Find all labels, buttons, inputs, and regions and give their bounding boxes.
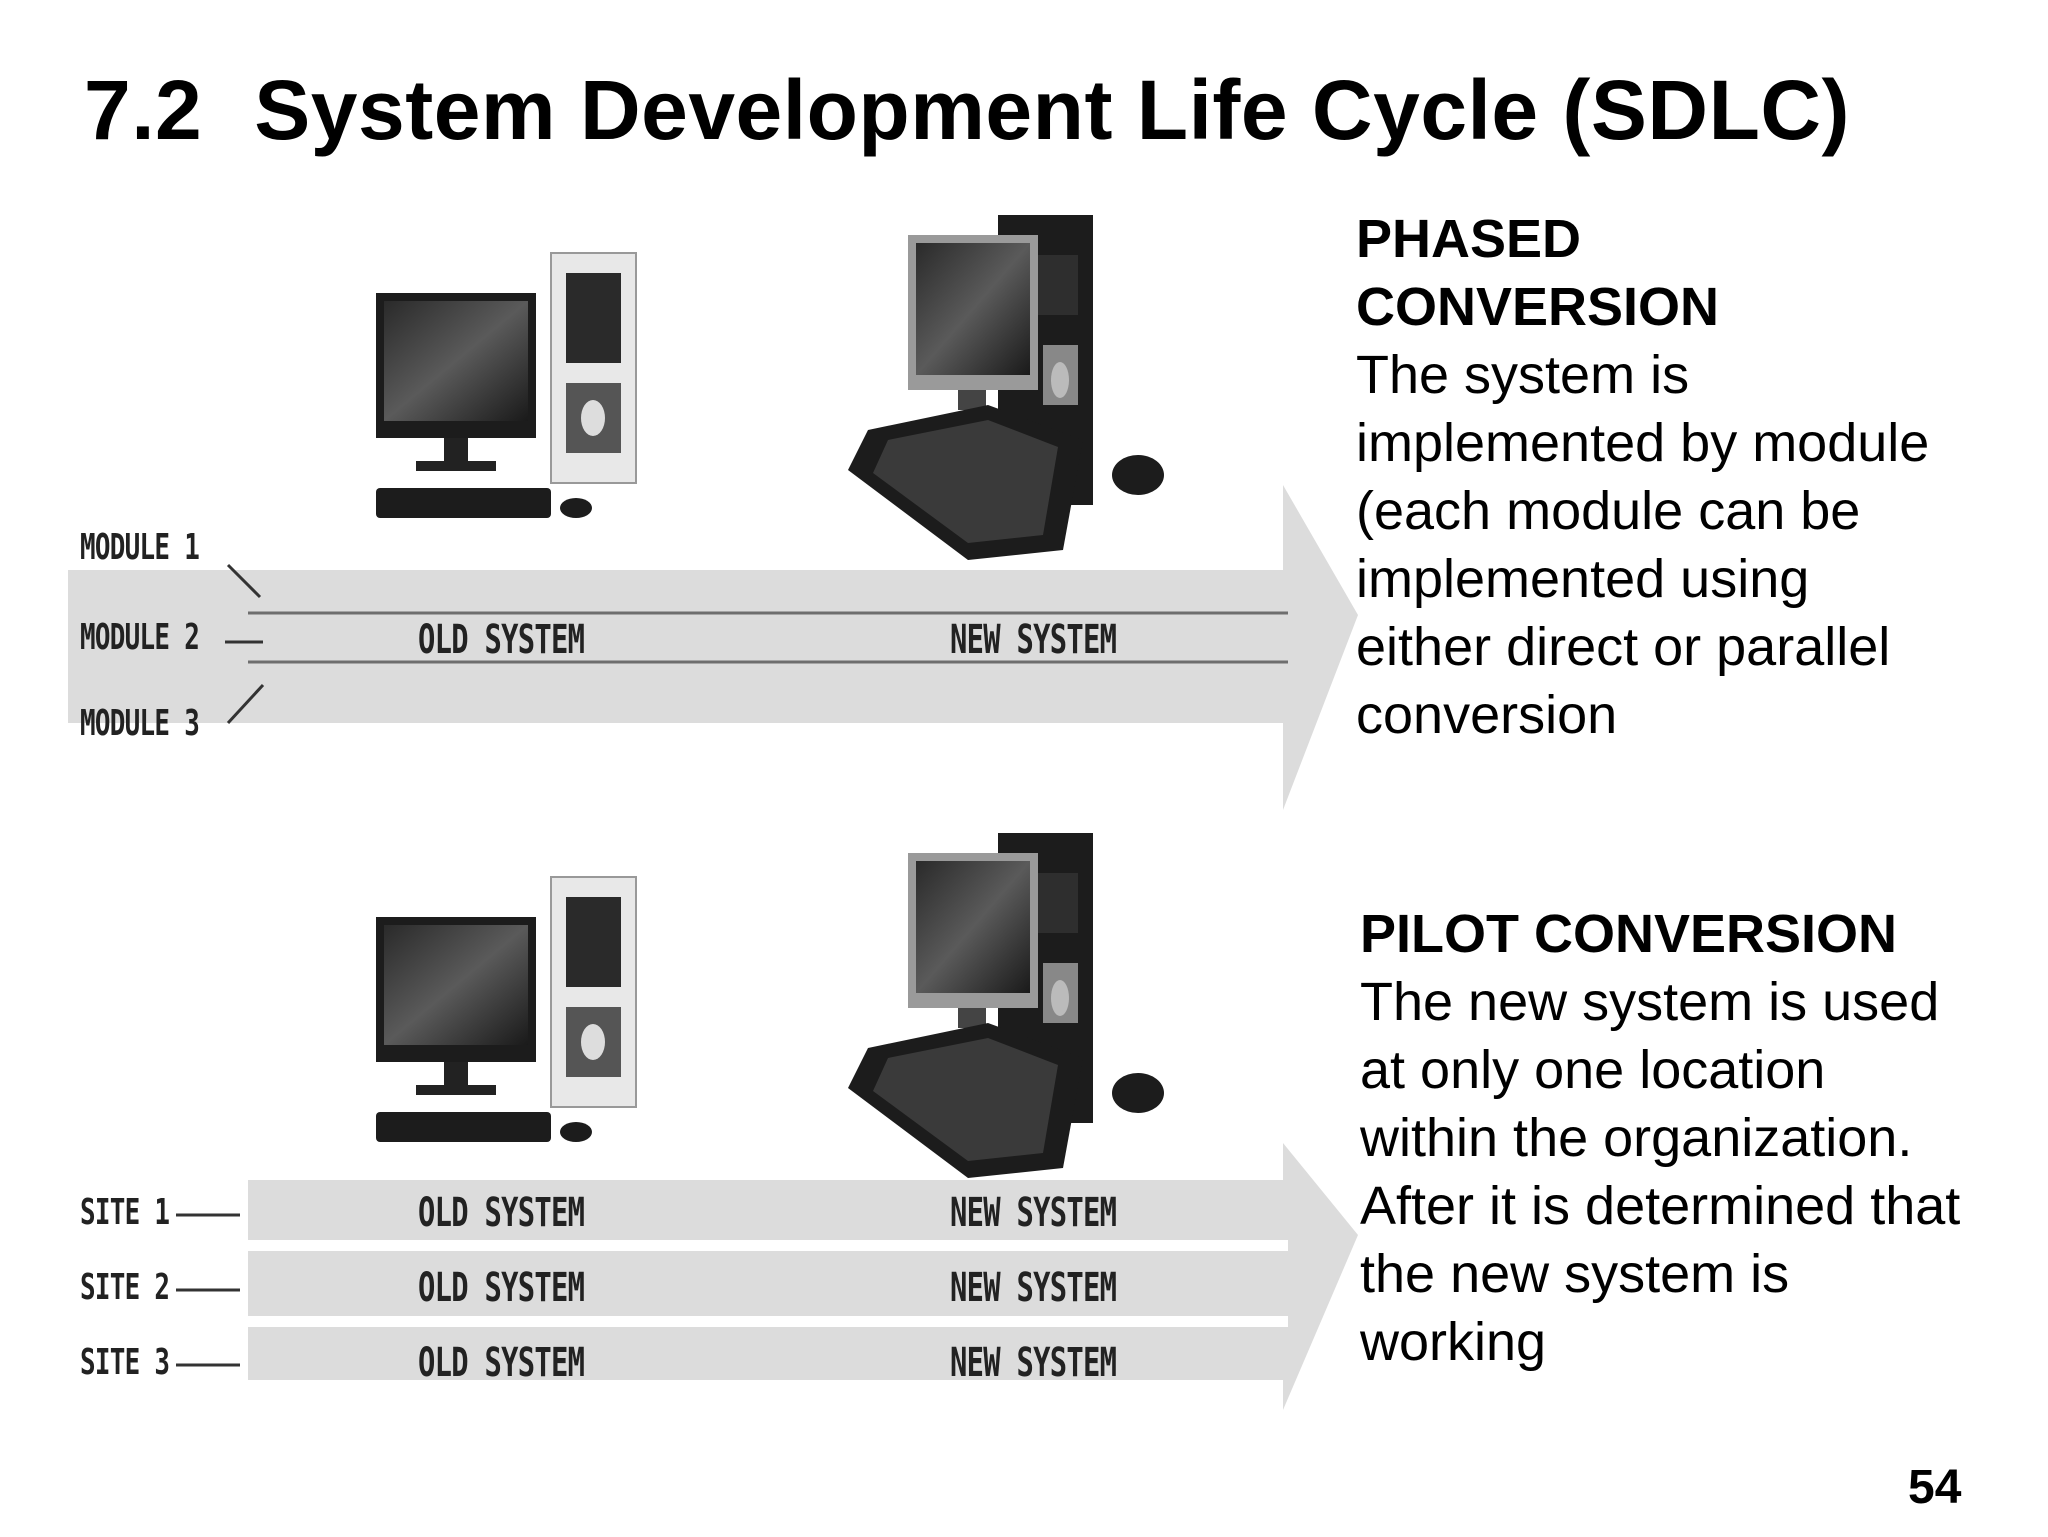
phased-conversion-panel: PHASED CONVERSION The system is implemen…: [1356, 205, 1929, 749]
site-3-label: SITE 3: [80, 1342, 170, 1383]
phased-old-system-label: OLD SYSTEM: [418, 617, 585, 663]
module-3-label: MODULE 3: [80, 703, 200, 744]
new-computer-phased: [848, 215, 1164, 560]
phased-arrow: [68, 485, 1358, 810]
phased-heading-line2: CONVERSION: [1356, 277, 1720, 337]
module1-connector: [226, 563, 262, 599]
module-2-label: MODULE 2: [80, 617, 200, 658]
module3-connector: [226, 683, 265, 725]
pilot-new-system-label-1: NEW SYSTEM: [950, 1190, 1117, 1236]
pilot-old-system-label-1: OLD SYSTEM: [418, 1190, 585, 1236]
old-computer-phased: [375, 252, 637, 519]
pilot-old-system-label-3: OLD SYSTEM: [418, 1340, 585, 1386]
pilot-band-gap-1: [248, 1240, 1288, 1251]
new-computer-pilot: [848, 833, 1164, 1178]
pilot-new-system-label-2: NEW SYSTEM: [950, 1265, 1117, 1311]
old-computer-pilot: [375, 876, 637, 1143]
pilot-arrow: [248, 1143, 1358, 1410]
page-number: 54: [1908, 1461, 1962, 1514]
slide-title: 7.2 System Development Life Cycle (SDLC): [84, 62, 1850, 159]
phased-heading-line1: PHASED: [1356, 209, 1582, 269]
slide-title-text: System Development Life Cycle (SDLC): [254, 63, 1851, 157]
pilot-old-system-label-2: OLD SYSTEM: [418, 1265, 585, 1311]
phased-new-system-label: NEW SYSTEM: [950, 617, 1117, 663]
pilot-conversion-panel: PILOT CONVERSION The new system is used …: [1360, 900, 1960, 1376]
pilot-band-gap-2: [248, 1316, 1288, 1327]
module-1-label: MODULE 1: [80, 527, 200, 568]
slide-number: 7.2: [84, 63, 203, 157]
conversion-diagram: MODULE 1 MODULE 2 MODULE 3 OLD SYSTEM NE…: [68, 215, 1358, 1425]
pilot-heading: PILOT CONVERSION: [1360, 904, 1898, 964]
pilot-new-system-label-3: NEW SYSTEM: [950, 1340, 1117, 1386]
phased-description: The system is implemented by module (eac…: [1356, 345, 1930, 745]
site-2-label: SITE 2: [80, 1267, 170, 1308]
diagram-graphics: [68, 215, 1358, 1410]
pilot-description: The new system is used at only one locat…: [1360, 972, 1961, 1372]
site-1-label: SITE 1: [80, 1192, 170, 1233]
